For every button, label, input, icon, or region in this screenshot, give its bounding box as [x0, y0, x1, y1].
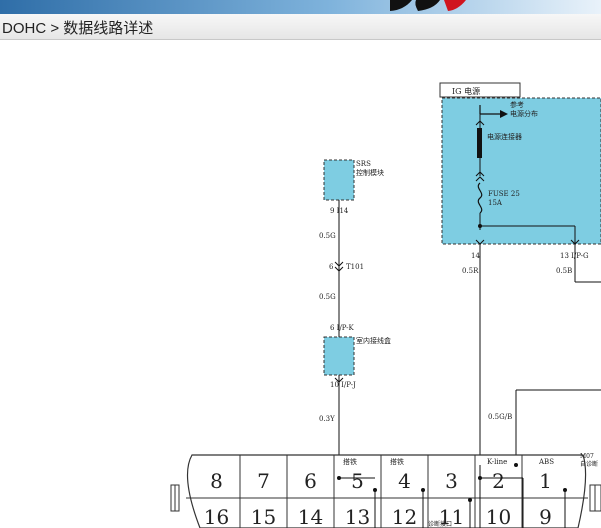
pin4-label: 搭铁: [390, 457, 404, 466]
dlc-bottom-label: 诊断接口: [428, 520, 452, 528]
srs-pin-label: 9 I14: [330, 207, 349, 215]
pin2-label: K-line: [487, 458, 507, 466]
dlc-pin-16: 16: [204, 505, 229, 528]
power-connector: [477, 128, 482, 158]
srs-label-2: 控制模块: [356, 168, 384, 177]
pin5-label: 搭铁: [343, 457, 357, 466]
reference-arrow-icon: [500, 110, 508, 118]
jb-pin-top-label: 6 I/P-K: [330, 324, 354, 332]
srs-module: [323, 159, 355, 201]
wire-05r-label: 0.5R: [462, 267, 479, 275]
wire-05b-label: 0.5B: [556, 267, 572, 275]
breadcrumb-model[interactable]: DOHC: [2, 20, 47, 37]
conn-t101-label: T101: [346, 263, 364, 271]
breadcrumb-bar: DOHC > 数据线路详述: [0, 14, 601, 40]
wire-03y-label: 0.3Y: [319, 415, 335, 423]
dlc-pin-8: 8: [210, 469, 223, 493]
dlc-pin-15: 15: [251, 505, 276, 528]
dlc-pin-12: 12: [392, 505, 417, 528]
breadcrumb-page: 数据线路详述: [63, 20, 154, 37]
wire-05g-label-2: 0.5G: [319, 293, 336, 301]
pin1-label: ABS: [538, 458, 554, 466]
wire-05g-label-1: 0.5G: [319, 232, 336, 240]
dlc-pin-10: 10: [486, 505, 511, 528]
dlc-pin-6: 6: [304, 469, 317, 493]
jb-pin-bottom-label: 10 I/P-J: [330, 381, 356, 389]
pin-13-ip-label: 13 I/P-G: [560, 252, 589, 260]
power-box-label: IG 电源: [452, 86, 480, 96]
dlc-pin-5: 5: [351, 469, 364, 493]
dlc-pin-2: 2: [492, 469, 505, 493]
breadcrumb-separator: >: [50, 20, 60, 37]
fuse-icon: [477, 182, 483, 214]
fuse-label-2: 15A: [488, 199, 503, 207]
interior-junction-box: [323, 336, 355, 376]
conn-t101-pin: 6: [329, 263, 334, 271]
m07-sub-label: 自诊断: [580, 460, 598, 468]
ref-label-1: 参考: [510, 100, 524, 109]
jb-label: 室内接线盒: [356, 336, 391, 345]
dlc-pin-7: 7: [257, 469, 270, 493]
dlc-pin-13: 13: [345, 505, 370, 528]
dlc-pin-11: 11: [439, 505, 464, 528]
srs-label-1: SRS: [356, 160, 371, 168]
connector-label: 电源连接器: [487, 132, 522, 141]
pin-14-label: 14: [471, 252, 480, 260]
brand-logo: [390, 0, 466, 11]
fuse-label-1: FUSE 25: [488, 190, 520, 198]
dlc-pin-1: 1: [539, 469, 552, 493]
dlc-pin-3: 3: [445, 469, 458, 493]
power-box-title: [439, 82, 521, 98]
ref-label-2: 电源分布: [510, 109, 538, 118]
dlc-pin-9: 9: [539, 505, 552, 528]
wire-05gb-label: 0.5G/B: [488, 413, 512, 421]
diagnostic-connector: [186, 454, 587, 528]
dlc-pin-4: 4: [398, 469, 411, 493]
power-distribution-box: [441, 97, 601, 245]
dlc-pin-14: 14: [298, 505, 323, 528]
breadcrumb: DOHC > 数据线路详述: [2, 17, 153, 38]
m07-label: M07: [580, 453, 594, 460]
